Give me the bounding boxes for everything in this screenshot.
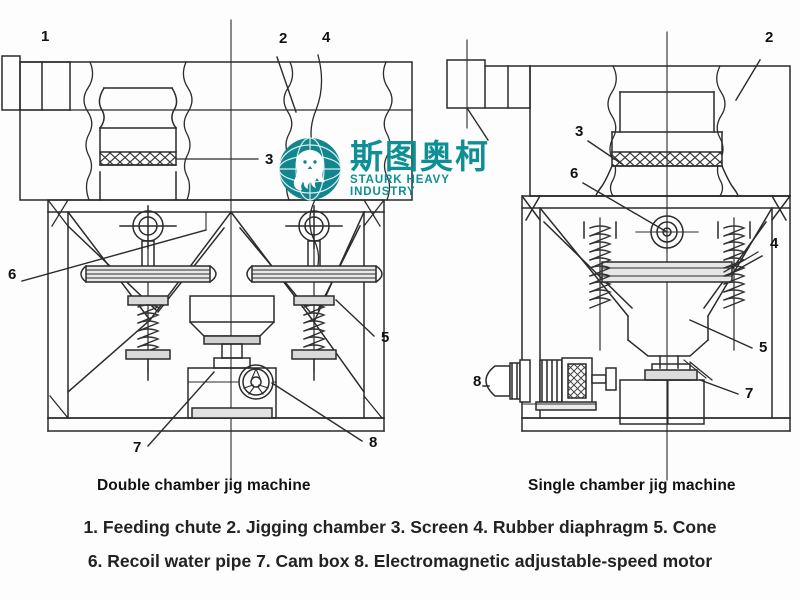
screen-left-chamber1 <box>99 151 177 201</box>
leader-2-left <box>276 56 297 113</box>
chamber-inner-left <box>98 86 178 153</box>
spring-right-right-side <box>717 217 751 351</box>
leader-4-right <box>725 255 763 277</box>
chamber-break-left2 <box>283 61 393 201</box>
diaphragm-assembly-left-2 <box>246 205 383 381</box>
frame-right <box>520 194 792 432</box>
caption-left-machine: Double chamber jig machine <box>97 477 311 494</box>
legend-line-1: 1. Feeding chute 2. Jigging chamber 3. S… <box>83 517 717 537</box>
callout-number-l6: 6 <box>8 266 16 283</box>
callout-number-r6: 6 <box>570 165 578 182</box>
caption-right-machine: Single chamber jig machine <box>528 477 736 494</box>
frame-gussets-left <box>47 199 385 419</box>
jigging-chamber-right <box>529 65 791 197</box>
left-machine-double-chamber <box>1 19 413 481</box>
leader-5-right <box>689 319 753 349</box>
leader-1-right <box>466 107 489 141</box>
eccentric-wheel-right <box>635 211 699 253</box>
callout-number-l3: 3 <box>265 151 273 168</box>
callout-number-r4: 4 <box>770 235 779 252</box>
callout-number-r7: 7 <box>745 385 753 402</box>
callout-number-l8: 8 <box>369 434 377 451</box>
cam-box-left <box>187 295 277 419</box>
chamber-break-left <box>83 61 193 201</box>
callout-number-r8: 8 <box>473 373 481 390</box>
callout-number-l2: 2 <box>279 30 287 47</box>
cam-box-right <box>619 355 713 425</box>
callout-number-layer: 1 2 4 3 6 5 7 8 2 3 6 4 5 7 8 <box>8 28 779 456</box>
diaphragm-right <box>601 261 733 283</box>
feeding-chute-left <box>1 55 71 111</box>
frame-left <box>47 199 385 432</box>
leader-7-left <box>147 371 215 447</box>
callout-number-l1: 1 <box>41 28 49 45</box>
legend-line-2: 6. Recoil water pipe 7. Cam box 8. Elect… <box>87 551 713 571</box>
recoil-pipe-leader-left <box>21 211 207 282</box>
feeding-chute-right <box>446 39 531 129</box>
jigging-chamber-left <box>19 61 413 201</box>
callout-number-r2: 2 <box>765 29 773 46</box>
leader-2-right <box>735 59 761 101</box>
leader-4b-right <box>723 251 759 273</box>
motor-right <box>485 357 617 411</box>
callout-number-l5: 5 <box>381 329 389 346</box>
leader-7-right <box>699 379 739 395</box>
leader-8-left <box>271 382 363 442</box>
callout-number-l7: 7 <box>133 439 141 456</box>
callout-number-r5: 5 <box>759 339 767 356</box>
chamber-break-right <box>607 65 726 197</box>
callout-number-l4: 4 <box>322 29 331 46</box>
diaphragm-assembly-left-1 <box>80 205 217 381</box>
leader-5-left <box>335 299 375 337</box>
leader-3-right <box>587 140 623 165</box>
right-machine-single-chamber <box>446 31 792 481</box>
callout-number-r3: 3 <box>575 123 583 140</box>
spring-right-left-side <box>583 217 617 351</box>
